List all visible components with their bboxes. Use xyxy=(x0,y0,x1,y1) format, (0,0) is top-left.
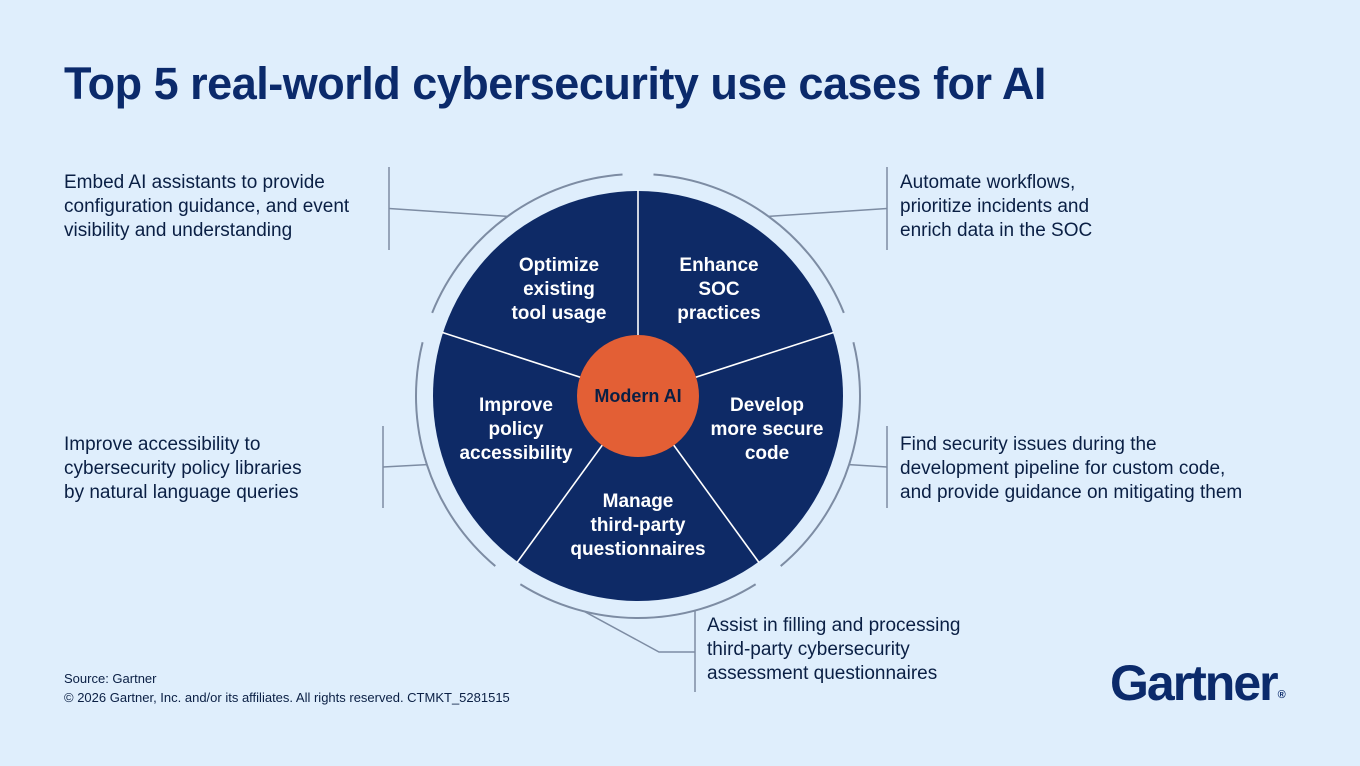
segment-label-line: policy xyxy=(489,419,544,440)
segment-label-line: existing xyxy=(523,279,595,300)
connector-line xyxy=(849,463,888,468)
description-line: prioritize incidents and xyxy=(900,196,1090,217)
description-mid-right: Find security issues during the developm… xyxy=(900,433,1242,505)
description-line: visibility and understanding xyxy=(64,220,293,241)
description-line: Automate workflows, xyxy=(900,172,1076,193)
segment-label-line: practices xyxy=(677,303,760,324)
segment-label-line: third-party xyxy=(591,515,686,536)
segment-label-line: Optimize xyxy=(519,255,599,276)
description-line: and provide guidance on mitigating them xyxy=(900,482,1243,503)
modern-ai-center-label: Modern AI xyxy=(594,386,681,406)
segment-label-line: Improve xyxy=(479,395,553,416)
description-line: by natural language queries xyxy=(64,482,299,503)
description-line: cybersecurity policy libraries xyxy=(64,458,302,479)
description-line: Improve accessibility to xyxy=(64,434,261,455)
connector-line xyxy=(768,207,888,218)
page-title: Top 5 real-world cybersecurity use cases… xyxy=(64,58,1046,109)
description-line: Assist in filling and processing xyxy=(707,615,961,636)
description-line: third-party cybersecurity xyxy=(707,639,910,660)
segment-label-line: Develop xyxy=(730,395,804,416)
segment-label-line: Enhance xyxy=(679,255,758,276)
segment-label: Manage third-party questionnaires xyxy=(570,491,705,560)
segment-label-line: questionnaires xyxy=(570,539,705,560)
segment-label-line: Manage xyxy=(603,491,674,512)
description-top-right: Automate workflows, prioritize incidents… xyxy=(900,171,1092,243)
registered-mark: ® xyxy=(1277,689,1286,701)
description-top-left: Embed AI assistants to provide configura… xyxy=(64,171,349,243)
segment-label-line: SOC xyxy=(698,279,739,300)
description-line: enrich data in the SOC xyxy=(900,220,1093,241)
description-mid-left: Improve accessibility to cybersecurity p… xyxy=(64,433,302,505)
description-line: development pipeline for custom code, xyxy=(900,458,1226,479)
footer-source: Source: Gartner xyxy=(64,671,157,686)
description-line: assessment questionnaires xyxy=(707,663,938,684)
connector-line xyxy=(583,610,695,653)
segment-label-line: accessibility xyxy=(459,443,572,464)
segment-label: Improve policy accessibility xyxy=(459,395,572,464)
gartner-logo-text: Gartner xyxy=(1110,655,1279,711)
footer-copyright: © 2026 Gartner, Inc. and/or its affiliat… xyxy=(64,690,510,705)
description-line: configuration guidance, and event xyxy=(64,196,350,217)
segment-label-line: code xyxy=(745,443,789,464)
outer-arc xyxy=(519,583,757,619)
segment-label-line: tool usage xyxy=(511,303,606,324)
segment-label: Develop more secure code xyxy=(710,395,823,464)
modern-ai-center-circle xyxy=(577,335,699,457)
description-line: Find security issues during the xyxy=(900,434,1157,455)
segment-label-line: more secure xyxy=(710,419,823,440)
connector-line xyxy=(388,207,508,218)
gartner-logo: Gartner® xyxy=(1110,654,1286,712)
description-line: Embed AI assistants to provide xyxy=(64,172,325,193)
segment-label: Optimize existing tool usage xyxy=(511,255,606,324)
connector-line xyxy=(382,463,427,468)
description-bottom: Assist in filling and processing third-p… xyxy=(707,614,960,686)
